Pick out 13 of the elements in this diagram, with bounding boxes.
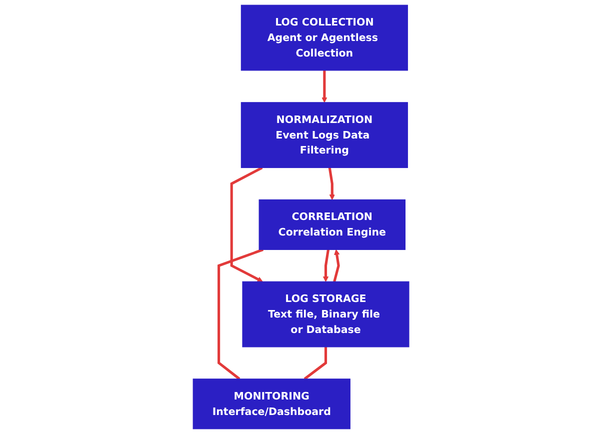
- connector: [218, 248, 264, 380]
- arrow: [323, 249, 330, 282]
- node-box: [241, 4, 408, 71]
- arrow: [334, 249, 340, 282]
- arrow: [322, 70, 328, 103]
- node-box: [193, 378, 351, 430]
- node-box: [259, 199, 406, 250]
- arrow: [328, 168, 336, 200]
- flowchart-drawing: LOG COLLECTION Agent or Agentless Collection NORMALIZATION Event Logs Data Filtering CORRELATION Correlation Engine LOG STORAGE Text file, Binary file or Database MONITORING Interface/Dashboard: [188, 0, 415, 434]
- node-box: [241, 102, 408, 168]
- arrow: [230, 166, 264, 282]
- node-box: [242, 281, 410, 348]
- connector: [304, 346, 328, 380]
